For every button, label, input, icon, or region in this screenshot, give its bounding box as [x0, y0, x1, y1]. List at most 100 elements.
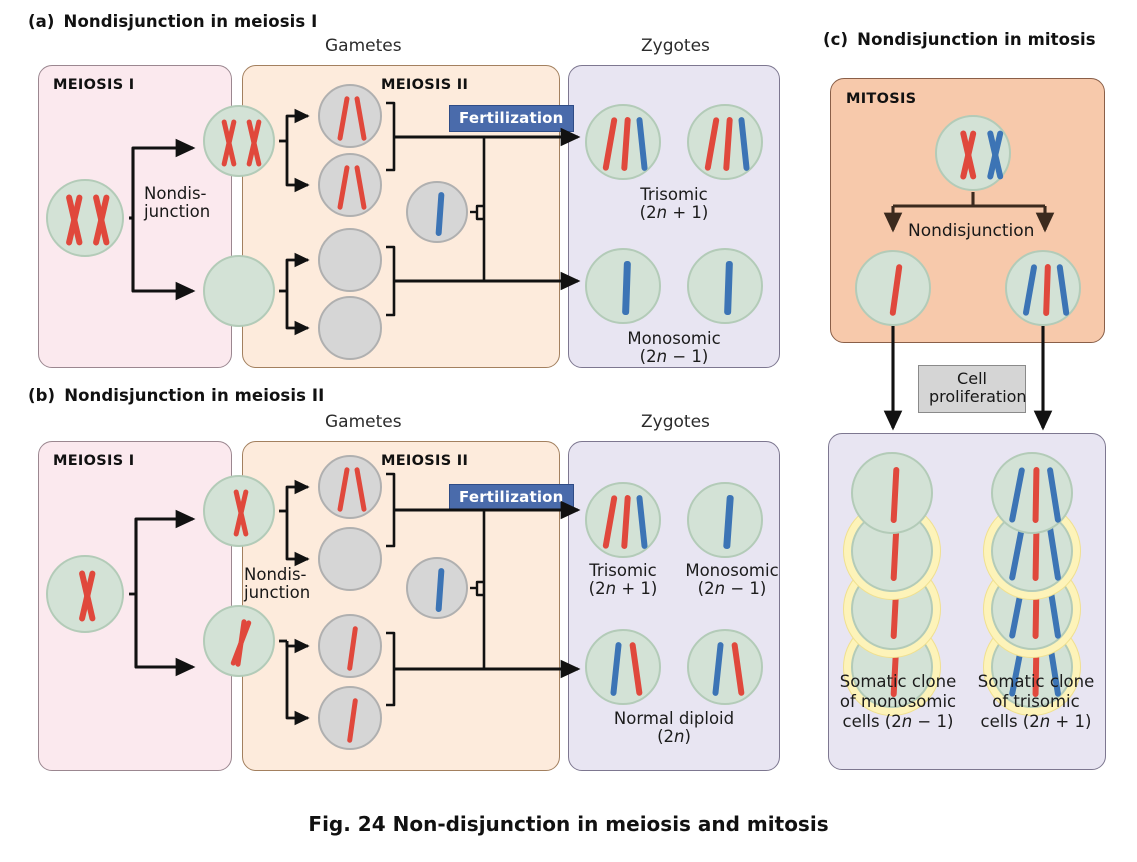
chromatid-red — [621, 116, 631, 172]
chromatid-blue — [1008, 524, 1026, 582]
panel-b-fertilization-banner: Fertilization — [449, 484, 574, 511]
chromatid-red — [602, 116, 618, 172]
chromosome-pair-red — [92, 194, 110, 246]
panel-a-zygote-trisomic — [585, 104, 661, 180]
chromosome-pair-red — [245, 119, 262, 167]
chromatid-blue — [1046, 524, 1062, 582]
panel-c-daughter-cell-trisomic — [1005, 250, 1081, 326]
panel-b-normal-diploid-label: Normal diploid (2n) — [613, 709, 735, 747]
panel-a-partner-gamete-blue — [406, 181, 468, 243]
chromatid-red — [337, 466, 350, 513]
panel-a-title: Nondisjunction in meiosis I — [63, 12, 318, 31]
panel-b-title: Nondisjunction in meiosis II — [64, 386, 325, 405]
panel-a-meiosis-1-label: MEIOSIS I — [53, 77, 135, 93]
chromatid-red — [1043, 263, 1051, 317]
chromatid-blue — [738, 116, 750, 172]
panel-a-monosomic-label: Monosomic (2n − 1) — [627, 329, 721, 367]
panel-b-zygote-normal — [687, 629, 763, 705]
panel-a-nondisjunction-label: Nondis- junction — [144, 184, 211, 222]
panel-a-meiosis-2-label: MEIOSIS II — [381, 77, 469, 93]
chromatid-blue — [1008, 466, 1026, 524]
panel-a-daughter-cell-both — [203, 105, 275, 177]
panel-b-label: (b) — [28, 386, 56, 405]
panel-c-monosomic-clone-label: Somatic clone of monosomic cells (2n − 1… — [839, 672, 957, 731]
chromatid-red — [704, 116, 720, 172]
panel-b-partner-gamete-blue — [406, 557, 468, 619]
chromatid-blue — [435, 191, 445, 237]
chromatid-blue — [724, 260, 733, 316]
panel-c-proliferation-box: Cell proliferation — [918, 365, 1027, 413]
chromatid-red — [354, 466, 367, 513]
panel-b-gametes-caption: Gametes — [325, 412, 402, 432]
chromatid-blue — [723, 494, 734, 550]
panel-c-daughter-cell-monosomic — [855, 250, 931, 326]
chromatid-red — [731, 641, 745, 697]
panel-a-gamete-disomic — [318, 153, 382, 217]
chromatid-blue — [1022, 263, 1038, 317]
chromatid-blue — [712, 641, 724, 697]
panel-a-gamete-nullisomic — [318, 228, 382, 292]
panel-a-gamete-disomic — [318, 84, 382, 148]
panel-a-trisomic-label: Trisomic (2n + 1) — [639, 185, 709, 223]
chromosome-pair-red — [232, 489, 249, 537]
figure-caption: Fig. 24 Non-disjunction in meiosis and m… — [308, 812, 829, 836]
panel-b-zygotes-caption: Zygotes — [641, 412, 710, 432]
panel-c-parent-cell — [935, 115, 1011, 191]
panel-b-gamete-nullisomic — [318, 527, 382, 591]
chromosome-pair-blue — [986, 130, 1003, 180]
chromosome-pair-red — [959, 130, 976, 180]
panel-b-parent-cell — [46, 555, 124, 633]
panel-b-meiosis-1-label: MEIOSIS I — [53, 453, 135, 469]
panel-c-nondisjunction-label: Nondisjunction — [908, 221, 1035, 241]
panel-a-fertilization-banner: Fertilization — [449, 105, 574, 132]
panel-c-trisomic-clone-label: Somatic clone of trisomic cells (2n + 1) — [977, 672, 1095, 731]
panel-a-gametes-caption: Gametes — [325, 36, 402, 56]
panel-a-label: (a) — [28, 12, 55, 31]
chromatid-red — [890, 466, 900, 524]
panel-a-zygote-trisomic — [687, 104, 763, 180]
panel-a-zygote-monosomic — [585, 248, 661, 324]
chromatid-red — [346, 625, 359, 672]
panel-b-zygote-monosomic — [687, 482, 763, 558]
panel-c-mitosis-label: MITOSIS — [846, 91, 917, 107]
chromatid-red — [1032, 466, 1040, 524]
chromatid-red — [621, 494, 631, 550]
panel-c-clone-cell-monosomic — [851, 452, 933, 534]
panel-c-label: (c) — [823, 30, 849, 49]
panel-b-zygote-trisomic — [585, 482, 661, 558]
panel-b-gamete-disomic — [318, 455, 382, 519]
chromatid-red — [354, 95, 367, 142]
panel-b-heading: (b) Nondisjunction in meiosis II — [28, 386, 324, 405]
chromosome-pair-red — [229, 618, 252, 668]
chromatid-red — [629, 641, 643, 697]
panel-b-gamete-monosomic — [318, 686, 382, 750]
panel-a-heading: (a) Nondisjunction in meiosis I — [28, 12, 317, 31]
chromatid-red — [602, 494, 618, 550]
chromatid-red — [723, 116, 733, 172]
chromatid-blue — [610, 641, 622, 697]
panel-a-parent-cell — [46, 179, 124, 257]
chromosome-pair-red — [78, 570, 96, 622]
chromatid-blue — [1046, 582, 1062, 640]
panel-c-title: Nondisjunction in mitosis — [857, 30, 1096, 49]
chromatid-blue — [636, 116, 648, 172]
panel-a-zygote-monosomic — [687, 248, 763, 324]
chromatid-red — [337, 164, 350, 211]
panel-c-heading: (c) Nondisjunction in mitosis — [823, 30, 1096, 49]
panel-a-gamete-nullisomic — [318, 296, 382, 360]
panel-b-trisomic-label: Trisomic (2n + 1) — [588, 561, 658, 599]
panel-b-meiosis-2-label: MEIOSIS II — [381, 453, 469, 469]
panel-b-monosomic-label: Monosomic (2n − 1) — [685, 561, 779, 599]
panel-a-zygotes-caption: Zygotes — [641, 36, 710, 56]
chromatid-blue — [1008, 582, 1026, 640]
chromatid-red — [889, 263, 903, 317]
chromatid-blue — [435, 567, 445, 613]
chromatid-blue — [1056, 263, 1070, 317]
chromatid-red — [354, 164, 367, 211]
chromatid-blue — [622, 260, 631, 316]
chromosome-pair-red — [65, 194, 83, 246]
panel-a-daughter-cell-empty — [203, 255, 275, 327]
chromatid-blue — [636, 494, 648, 550]
chromatid-red — [346, 697, 359, 744]
chromatid-red — [337, 95, 350, 142]
